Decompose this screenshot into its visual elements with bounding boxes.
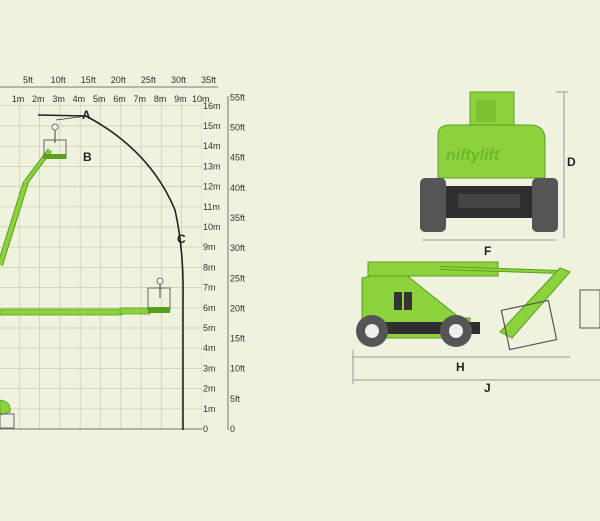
ft-height-label: 10ft (230, 364, 246, 374)
m-height-label: 14m (203, 141, 221, 151)
m-tick-label: 8m (154, 94, 167, 104)
m-tick-label: 9m (174, 94, 187, 104)
ft-height-label: 50ft (230, 123, 246, 133)
brand-text: niftylift (446, 147, 500, 164)
m-height-label: 1m (203, 404, 216, 414)
m-tick-label: 10m (192, 94, 210, 104)
ft-height-label: 30ft (230, 243, 246, 253)
m-height-label: 11m (203, 202, 220, 212)
rear-body (437, 124, 546, 179)
ft-height-label: 5ft (230, 394, 241, 404)
m-height-label: 12m (203, 182, 221, 192)
m-height-label: 6m (203, 303, 216, 313)
tyre-right (532, 178, 558, 232)
ft-scale-top: 5ft 10ft 15ft 20ft 25ft 30ft 35ft (23, 75, 217, 85)
ft-tick-label: 25ft (141, 75, 157, 85)
ft-height-label: 35ft (230, 213, 246, 223)
m-height-label: 10m (203, 222, 221, 232)
m-height-label: 13m (203, 161, 221, 171)
m-height-label: 16m (203, 101, 221, 111)
m-tick-label: 7m (134, 94, 147, 104)
platform-basket-outreach (147, 287, 171, 311)
m-height-label: 0 (203, 424, 208, 434)
ft-height-label: 15ft (230, 334, 246, 344)
side-platform-basket (500, 299, 558, 351)
ft-tick-label: 10ft (51, 75, 67, 85)
m-height-label: 4m (203, 343, 216, 353)
reach-diagram: 5ft 10ft 15ft 20ft 25ft 30ft 35ft 1m 2m 3m 4m 5m 6m… (0, 75, 246, 434)
ft-height-label: 0 (230, 424, 235, 434)
boom-stowed (0, 399, 15, 429)
ft-tick-label: 30ft (171, 75, 187, 85)
machine-side-view (352, 261, 600, 384)
operator-figure-outreach (156, 277, 164, 285)
m-tick-label: 5m (93, 94, 106, 104)
ft-scale-right: 55ft 50ft 45ft 40ft 35ft 30ft 25ft 20ft 15ft 10ft… (230, 92, 246, 434)
reach-grid (0, 96, 202, 430)
ft-height-label: 55ft (230, 92, 246, 102)
operator-figure-upper (51, 123, 59, 131)
label-c: C (177, 232, 186, 246)
m-tick-label: 6m (113, 94, 126, 104)
ft-height-label: 40ft (230, 183, 246, 193)
m-tick-label: 3m (52, 94, 65, 104)
ft-height-label: 20ft (230, 303, 246, 313)
m-height-label: 7m (203, 283, 216, 293)
m-height-label: 15m (203, 121, 221, 131)
m-height-label: 8m (203, 262, 216, 272)
ft-tick-label: 15ft (81, 75, 97, 85)
m-height-label: 9m (203, 242, 216, 252)
side-platform-basket-right (579, 289, 600, 329)
leader-a (55, 115, 87, 121)
tyre-left (420, 178, 446, 232)
m-height-label: 2m (203, 384, 216, 394)
m-height-label: 3m (203, 363, 216, 373)
ft-tick-label: 20ft (111, 75, 127, 85)
label-a: A (82, 108, 91, 122)
m-tick-label: 4m (73, 94, 86, 104)
m-height-label: 5m (203, 323, 216, 333)
ft-height-label: 25ft (230, 273, 246, 283)
ft-height-label: 45ft (230, 153, 246, 163)
label-f: F (484, 244, 491, 258)
label-d: D (567, 155, 576, 169)
m-scale-top: 1m 2m 3m 4m 5m 6m 7m 8m 9m 10m (12, 94, 210, 104)
label-h: H (456, 360, 465, 374)
ft-tick-label: 35ft (201, 75, 217, 85)
m-tick-label: 1m (12, 94, 25, 104)
boom-horizontal (0, 277, 171, 316)
working-envelope-curve (37, 114, 184, 430)
m-tick-label: 2m (32, 94, 45, 104)
boom-vertical (0, 123, 67, 266)
m-scale-right: 16m 15m 14m 13m 12m 11m 10m 9m 8m 7m 6m 5m 4m 3m 2m 1m 0 (203, 101, 221, 434)
machine-rear-view: niftylift (420, 91, 568, 241)
label-b: B (83, 150, 92, 164)
label-j: J (484, 381, 491, 395)
ft-tick-label: 5ft (23, 75, 34, 85)
